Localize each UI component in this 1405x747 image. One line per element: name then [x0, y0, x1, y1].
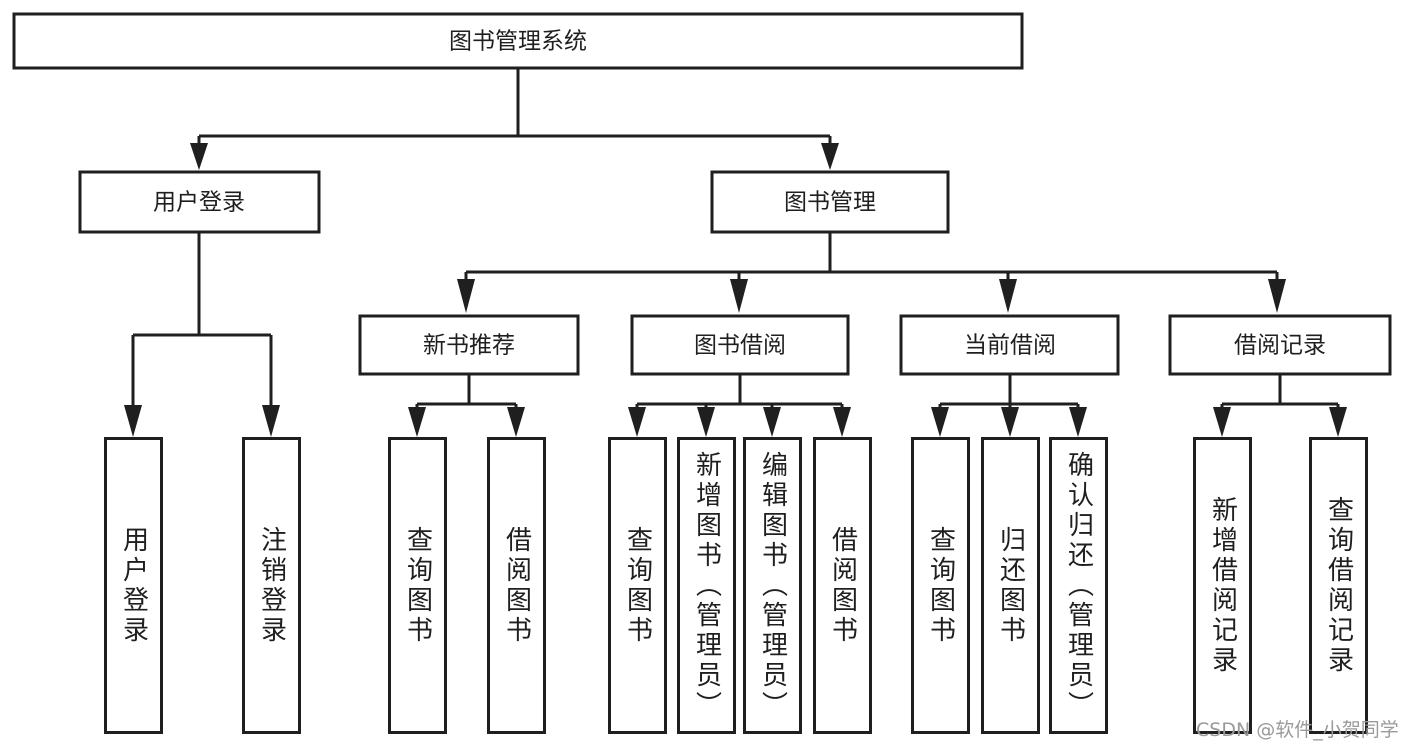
leaf-add-borrow-record-label: 新增借阅记录: [1207, 495, 1238, 676]
node-new-book-recommend-label: 新书推荐: [423, 333, 515, 359]
leaf-query-book-2-box[interactable]: 查询图书: [608, 437, 667, 734]
arrow-head-bb-leaf-2: [697, 407, 715, 437]
arrow-head-br-leaf-1: [1213, 407, 1231, 437]
arrow-head-leaf-logout: [262, 405, 280, 437]
node-book-borrow-label: 图书借阅: [694, 333, 786, 359]
leaf-query-book-2-label: 查询图书: [622, 525, 653, 646]
node-borrow-record-label: 借阅记录: [1234, 333, 1326, 359]
root-node-box[interactable]: [12, 12, 1024, 70]
leaf-return-book-box[interactable]: 归还图书: [981, 437, 1040, 734]
arrow-head-new-book-recommend: [457, 279, 475, 313]
node-book-management-label: 图书管理: [784, 190, 876, 216]
leaf-query-borrow-record-label: 查询借阅记录: [1323, 495, 1354, 676]
leaf-edit-book-admin-box[interactable]: 编辑图书（管理员）: [743, 437, 802, 734]
arrow-head-bb-leaf-4: [833, 407, 851, 437]
leaf-borrow-book-2-box[interactable]: 借阅图书: [813, 437, 872, 734]
node-current-borrow-label: 当前借阅: [964, 333, 1056, 359]
node-current-borrow-box[interactable]: [899, 314, 1120, 376]
leaf-query-borrow-record-box[interactable]: 查询借阅记录: [1309, 437, 1368, 734]
arrow-head-user-login: [190, 143, 208, 170]
arrow-head-nb-leaf-2: [507, 407, 525, 437]
arrow-head-current-borrow: [999, 279, 1017, 313]
arrow-head-cb-leaf-2: [1001, 407, 1019, 437]
leaf-query-book-1-label: 查询图书: [402, 525, 433, 646]
arrow-head-bb-leaf-1: [628, 407, 646, 437]
leaf-borrow-book-1-label: 借阅图书: [501, 525, 532, 646]
node-user-login-label: 用户登录: [153, 190, 245, 216]
leaf-user-login-label: 用户登录: [118, 525, 149, 646]
leaf-return-book-label: 归还图书: [995, 525, 1026, 646]
leaf-add-book-admin-box[interactable]: 新增图书（管理员）: [677, 437, 736, 734]
arrow-head-leaf-user-login: [124, 405, 142, 437]
leaf-edit-book-admin-label: 编辑图书（管理员）: [757, 450, 788, 721]
leaf-logout-box[interactable]: 注销登录: [242, 437, 301, 734]
leaf-add-book-admin-label: 新增图书（管理员）: [691, 450, 722, 721]
leaf-query-book-1-box[interactable]: 查询图书: [388, 437, 447, 734]
leaf-confirm-return-admin-label: 确认归还（管理员）: [1063, 450, 1094, 721]
arrow-head-bb-leaf-3: [763, 407, 781, 437]
arrow-head-br-leaf-2: [1329, 407, 1347, 437]
leaf-confirm-return-admin-box[interactable]: 确认归还（管理员）: [1049, 437, 1108, 734]
leaf-user-login-box[interactable]: 用户登录: [104, 437, 163, 734]
leaf-borrow-book-1-box[interactable]: 借阅图书: [487, 437, 546, 734]
arrow-head-book-borrow: [730, 279, 748, 313]
leaf-logout-label: 注销登录: [256, 525, 287, 646]
arrow-head-book-management: [821, 143, 839, 170]
node-new-book-recommend-box[interactable]: [358, 314, 580, 376]
arrow-head-borrow-record: [1268, 279, 1286, 313]
leaf-borrow-book-2-label: 借阅图书: [827, 525, 858, 646]
leaf-add-borrow-record-box[interactable]: 新增借阅记录: [1193, 437, 1252, 734]
leaf-query-book-3-box[interactable]: 查询图书: [911, 437, 970, 734]
arrow-head-cb-leaf-1: [931, 407, 949, 437]
root-node-label: 图书管理系统: [449, 29, 587, 55]
arrow-head-cb-leaf-3: [1069, 407, 1087, 437]
node-book-borrow-box[interactable]: [630, 314, 850, 376]
arrow-head-nb-leaf-1: [408, 407, 426, 437]
leaf-query-book-3-label: 查询图书: [925, 525, 956, 646]
